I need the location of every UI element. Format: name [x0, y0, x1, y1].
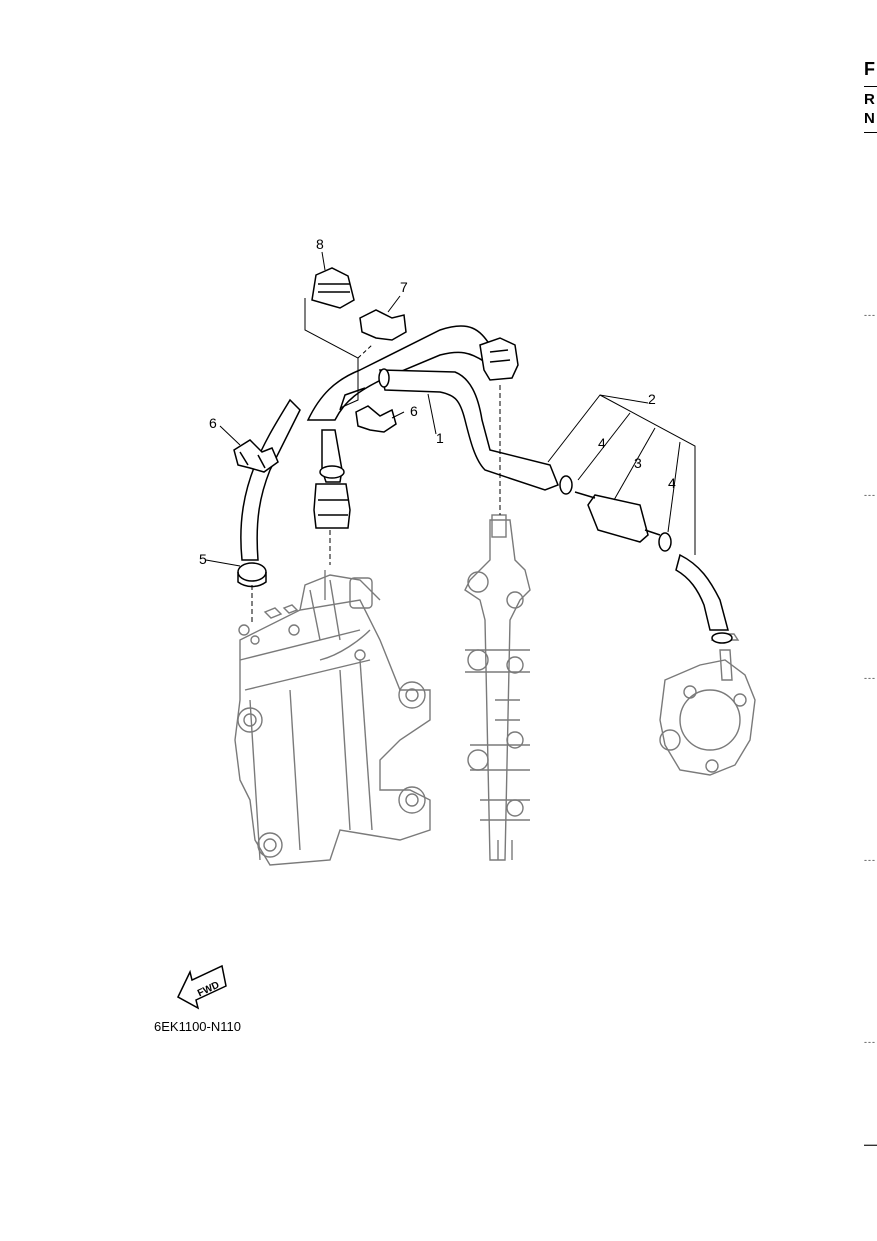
edge-letter-f: F — [864, 59, 875, 79]
callout-4a: 4 — [598, 435, 606, 451]
edge-dash: --- — [864, 673, 876, 683]
fuel-filter — [587, 494, 649, 543]
engine-block — [234, 570, 431, 866]
fuel-pump — [659, 633, 756, 776]
callout-8: 8 — [316, 236, 324, 252]
pump-ring — [711, 632, 733, 644]
hose-1-lower — [379, 369, 559, 491]
callout-6b: 6 — [410, 403, 418, 419]
callout-3: 3 — [634, 455, 642, 471]
diagram-code: 6EK1100-N110 — [154, 1019, 241, 1034]
clip-4b — [658, 532, 672, 552]
edge-bottom-rule: — — [864, 1136, 877, 1152]
edge-dash: --- — [864, 1037, 876, 1047]
callout-6a: 6 — [209, 415, 217, 431]
clip-4a — [559, 475, 573, 495]
holder-6b — [355, 405, 397, 433]
hose-left — [240, 398, 301, 561]
leader-lines — [205, 251, 696, 625]
holder-6a — [233, 439, 279, 473]
hose-2 — [675, 553, 729, 631]
hose-parts — [233, 267, 733, 644]
hose-clamp — [319, 465, 345, 479]
ghost-parts — [234, 514, 756, 866]
edge-dash: --- — [864, 490, 876, 500]
fuel-rail — [464, 514, 531, 861]
edge-dash: --- — [864, 310, 876, 320]
edge-letter-n: N — [864, 110, 875, 127]
callout-4b: 4 — [668, 475, 676, 491]
fwd-arrow-icon: FWD — [177, 964, 227, 1010]
edge-rule — [864, 86, 877, 87]
holder-7 — [359, 309, 407, 341]
edge-dash: --- — [864, 855, 876, 865]
edge-rule — [864, 132, 877, 133]
edge-letter-r: R — [864, 91, 875, 108]
callout-5: 5 — [199, 551, 207, 567]
connector-left — [313, 483, 351, 529]
clamp-5 — [237, 562, 267, 582]
hose-clamp-2 — [378, 368, 390, 388]
connector-top — [479, 337, 519, 381]
callout-7: 7 — [400, 279, 408, 295]
callout-2: 2 — [648, 391, 656, 407]
callout-1: 1 — [436, 430, 444, 446]
holder-8 — [311, 267, 355, 309]
